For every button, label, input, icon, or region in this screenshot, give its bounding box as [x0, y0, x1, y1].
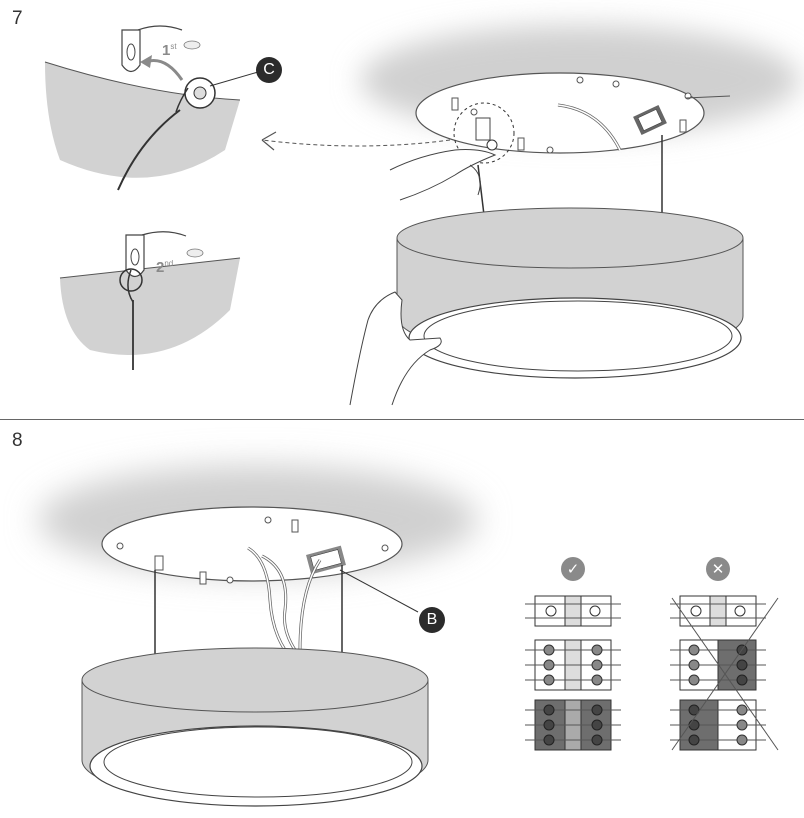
callout-c: C	[256, 57, 282, 83]
order-first-suffix: st	[170, 42, 177, 51]
detail-hook-first	[44, 25, 259, 191]
check-icon: ✓	[561, 557, 585, 581]
detail-hook-second	[59, 231, 241, 370]
terminal-diagram-correct	[525, 595, 621, 751]
order-first-num: 1	[162, 42, 171, 59]
order-second-num: 2	[156, 259, 165, 276]
order-first-label: 1st	[162, 42, 177, 59]
terminal-diagram-wrong	[670, 595, 779, 751]
order-second-label: 2nd	[156, 259, 173, 276]
step-divider	[0, 419, 804, 420]
cross-icon: ✕	[706, 557, 730, 581]
step-7-number: 7	[12, 8, 23, 29]
step8-lamp	[38, 465, 478, 807]
step7-lamp	[261, 25, 800, 406]
callout-b: B	[419, 607, 445, 633]
order-second-suffix: nd	[164, 259, 174, 268]
step-8-number: 8	[12, 430, 23, 451]
